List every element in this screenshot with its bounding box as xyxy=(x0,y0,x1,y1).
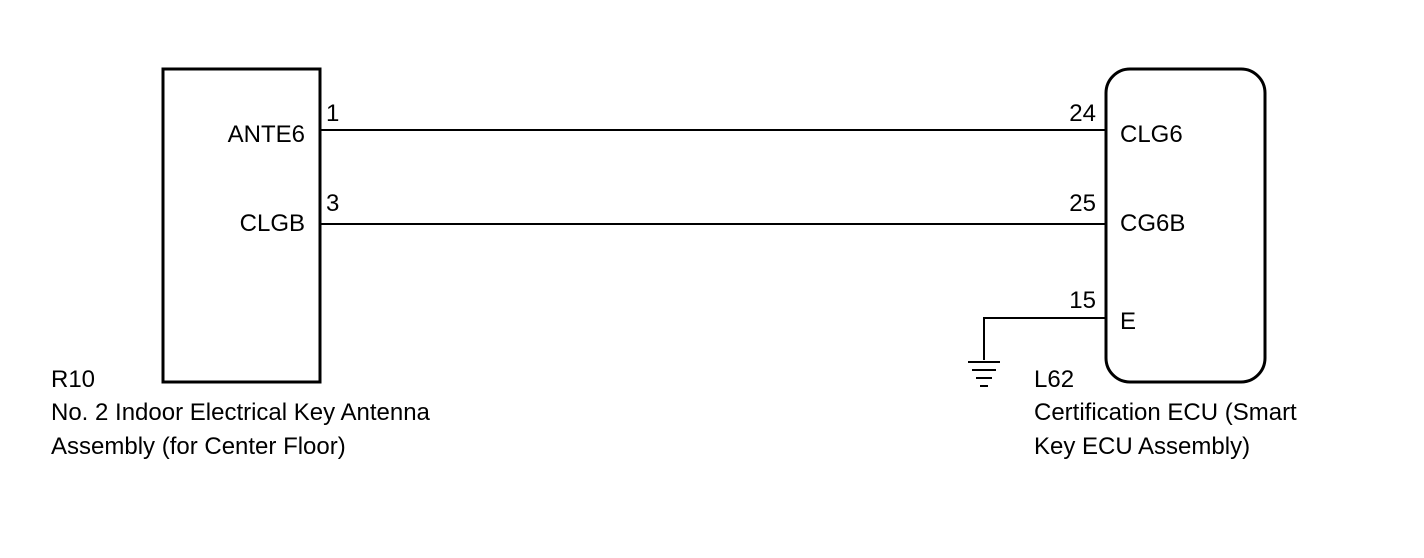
pin-number-24: 24 xyxy=(1069,100,1096,127)
left-component-name-line1: No. 2 Indoor Electrical Key Antenna xyxy=(51,399,431,426)
ground-icon xyxy=(968,361,1000,387)
pin-number-1: 1 xyxy=(326,100,339,127)
pin-number-3: 3 xyxy=(326,190,339,217)
pin-label-e: E xyxy=(1120,308,1136,335)
antenna-assembly-box xyxy=(161,67,322,384)
pin-number-15: 15 xyxy=(1069,287,1096,314)
pin-label-cg6b: CG6B xyxy=(1120,210,1185,237)
pin-label-clg6: CLG6 xyxy=(1120,121,1183,148)
right-component-code: L62 xyxy=(1034,366,1074,393)
left-component-name-line2: Assembly (for Center Floor) xyxy=(51,433,346,460)
certification-ecu-box xyxy=(1104,67,1267,384)
wire-e-ground xyxy=(983,317,1106,360)
pin-label-clgb: CLGB xyxy=(240,210,305,237)
right-component-name-line2: Key ECU Assembly) xyxy=(1034,433,1250,460)
right-component-name-line1: Certification ECU (Smart xyxy=(1034,399,1297,426)
pin-label-ante6: ANTE6 xyxy=(228,121,305,148)
left-component-code: R10 xyxy=(51,366,95,393)
pin-number-25: 25 xyxy=(1069,190,1096,217)
